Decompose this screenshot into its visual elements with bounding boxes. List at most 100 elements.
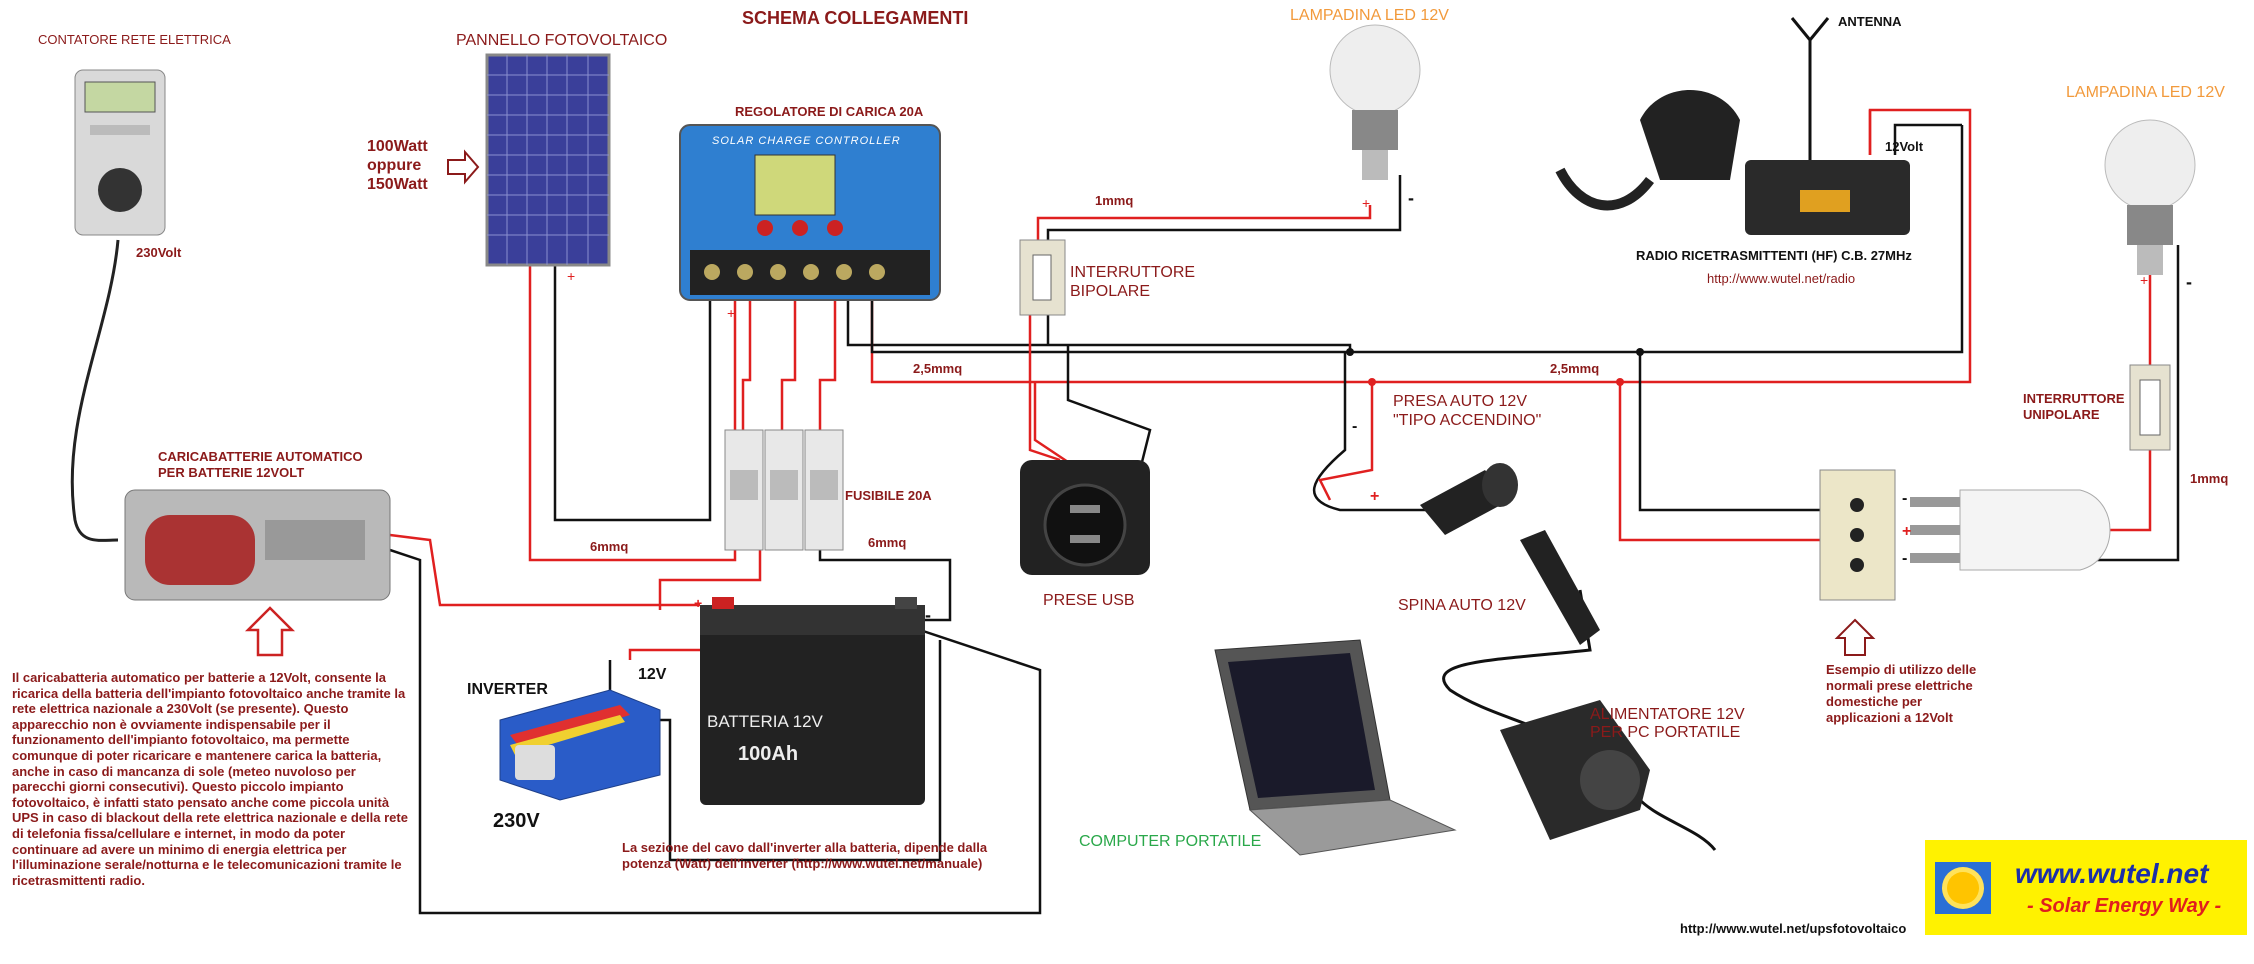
arrow-up-icon-outlet xyxy=(1834,618,1876,656)
fuse-block-icon xyxy=(724,429,844,551)
plus-sign-outlet: + xyxy=(1902,523,1912,540)
sun-logo-icon xyxy=(1935,862,1991,914)
battery-icon xyxy=(700,597,925,805)
label-contatore: CONTATORE RETE ELETTRICA xyxy=(38,32,231,47)
electric-meter-icon xyxy=(74,69,166,236)
wire-fuse3-in xyxy=(818,300,837,435)
label-spina-auto: SPINA AUTO 12V xyxy=(1398,597,1526,614)
junction-dot-4 xyxy=(1368,378,1376,386)
label-25mmq-right: 2,5mmq xyxy=(1550,361,1600,376)
wire-lamp-left-pos xyxy=(1036,205,1372,245)
label-presa-auto-1: PRESA AUTO 12V xyxy=(1393,393,1527,410)
label-12v-inverter: 12V xyxy=(638,666,667,683)
cb-radio-icon xyxy=(1555,90,1910,235)
led-bulb-left-icon xyxy=(1329,24,1421,180)
label-interruttore-bipolare-2: BIPOLARE xyxy=(1070,283,1151,300)
note-prese-line-1: Esempio di utilizzo delle xyxy=(1826,662,1977,677)
label-watt-3: 150Watt xyxy=(367,176,428,193)
wire-battery-neg xyxy=(818,545,952,622)
wire-bip-down-pos xyxy=(1028,310,1061,462)
usb-socket-icon xyxy=(1020,460,1150,575)
wire-presa-pos xyxy=(1318,382,1374,501)
psu-cable xyxy=(1442,589,1592,732)
plus-sign-controller: + xyxy=(727,305,736,321)
junction-dot-2 xyxy=(1636,348,1644,356)
label-interruttore-bipolare-1: INTERRUTTORE xyxy=(1070,264,1196,281)
wire-charger-pos xyxy=(389,533,700,607)
label-1mmq-top: 1mmq xyxy=(1095,193,1134,208)
label-caricabatterie-1: CARICABATTERIE AUTOMATICO xyxy=(158,449,363,464)
car-socket-icon xyxy=(1420,463,1518,535)
minus-sign-battery: - xyxy=(925,605,931,625)
wire-fuse1-in xyxy=(741,300,752,435)
bipolar-switch-icon xyxy=(1019,239,1066,316)
label-prese-usb: PRESE USB xyxy=(1043,592,1135,609)
note-prese-line-4: applicazioni a 12Volt xyxy=(1826,710,1953,725)
controller-screen-text: SOLAR CHARGE CONTROLLER xyxy=(712,135,901,147)
wire-presa-neg xyxy=(1312,352,1430,512)
wire-lamp-left-neg xyxy=(1046,175,1402,245)
plus-sign-lamp-right: + xyxy=(2140,272,2149,288)
label-alimentatore-2: PER PC PORTATILE xyxy=(1590,724,1741,741)
label-fusibile: FUSIBILE 20A xyxy=(845,488,932,503)
wire-panel-positive xyxy=(528,265,737,562)
wire-right-pos xyxy=(1618,382,1820,542)
note-inverter-line-2: potenza (Watt) dell'inverter (http://www… xyxy=(622,856,983,871)
note-prese-line-3: domestiche per xyxy=(1826,694,1923,709)
page-title: SCHEMA COLLEGAMENTI xyxy=(742,8,969,28)
minus-sign-lamp-left: - xyxy=(1408,188,1414,208)
power-plug-icon xyxy=(1910,489,2111,571)
antenna-icon xyxy=(1790,17,1830,160)
note-prese-line-2: normali prese elettriche xyxy=(1826,678,1973,693)
wire-fuse2-in xyxy=(780,300,797,435)
wutel-logo[interactable]: www.wutel.net - Solar Energy Way - xyxy=(1925,840,2247,935)
label-watt-1: 100Watt xyxy=(367,138,428,155)
wire-ctrl-loads-neg xyxy=(846,300,1352,350)
label-6mmq-right: 6mmq xyxy=(868,535,907,550)
label-230volt: 230Volt xyxy=(136,245,182,260)
inverter-icon xyxy=(499,689,661,801)
junction-dot-3 xyxy=(1616,378,1624,386)
label-1mmq-right: 1mmq xyxy=(2190,471,2229,486)
wire-panel-negative xyxy=(553,265,712,522)
plus-sign-presa: + xyxy=(1370,488,1380,505)
arrow-up-icon-charger xyxy=(244,606,296,657)
label-25mmq-left: 2,5mmq xyxy=(913,361,963,376)
laptop-psu-icon xyxy=(1500,700,1650,840)
laptop-icon xyxy=(1214,639,1457,856)
minus-sign-outlet-2: - xyxy=(1902,550,1908,567)
solar-panel-icon xyxy=(485,53,611,267)
label-computer-portatile: COMPUTER PORTATILE xyxy=(1079,833,1262,850)
label-12volt-radio: 12Volt xyxy=(1885,139,1924,154)
footer-url[interactable]: http://www.wutel.net/upsfotovoltaico xyxy=(1680,921,1907,936)
label-alimentatore-1: ALIMENTATORE 12V xyxy=(1590,706,1745,723)
junction-dot-1 xyxy=(1346,348,1354,356)
logo-title: www.wutel.net xyxy=(2015,858,2209,889)
wire-radio-neg xyxy=(1893,123,1962,155)
label-lamp-left: LAMPADINA LED 12V xyxy=(1290,7,1449,24)
charge-controller-icon xyxy=(679,124,941,301)
plus-sign-panel: + xyxy=(567,268,576,284)
label-inverter: INVERTER xyxy=(467,681,548,698)
minus-sign-lamp-right: - xyxy=(2186,272,2192,292)
logo-subtitle: - Solar Energy Way - xyxy=(2027,895,2222,917)
label-batteria-2: 100Ah xyxy=(738,743,799,765)
label-6mmq-left: 6mmq xyxy=(590,539,629,554)
power-outlet-icon xyxy=(1819,469,1896,601)
wire-right-neg xyxy=(1638,352,1820,512)
psu-cable-out xyxy=(1638,798,1717,851)
label-lamp-right: LAMPADINA LED 12V xyxy=(2066,84,2225,101)
wire-usb-pos xyxy=(1033,382,1081,472)
label-antenna: ANTENNA xyxy=(1838,14,1902,29)
meter-cable xyxy=(70,239,120,542)
car-plug-icon xyxy=(1520,530,1600,645)
arrow-right-icon xyxy=(447,149,480,185)
label-radio: RADIO RICETRASMITTENTI (HF) C.B. 27MHz xyxy=(1636,248,1912,263)
label-presa-auto-2: "TIPO ACCENDINO" xyxy=(1393,412,1542,429)
unipolar-switch-icon xyxy=(2129,364,2171,451)
battery-charger-icon xyxy=(124,489,391,601)
label-batteria-1: BATTERIA 12V xyxy=(707,712,823,731)
wire-usb-neg xyxy=(1066,345,1152,471)
label-230v-inverter: 230V xyxy=(493,810,540,832)
